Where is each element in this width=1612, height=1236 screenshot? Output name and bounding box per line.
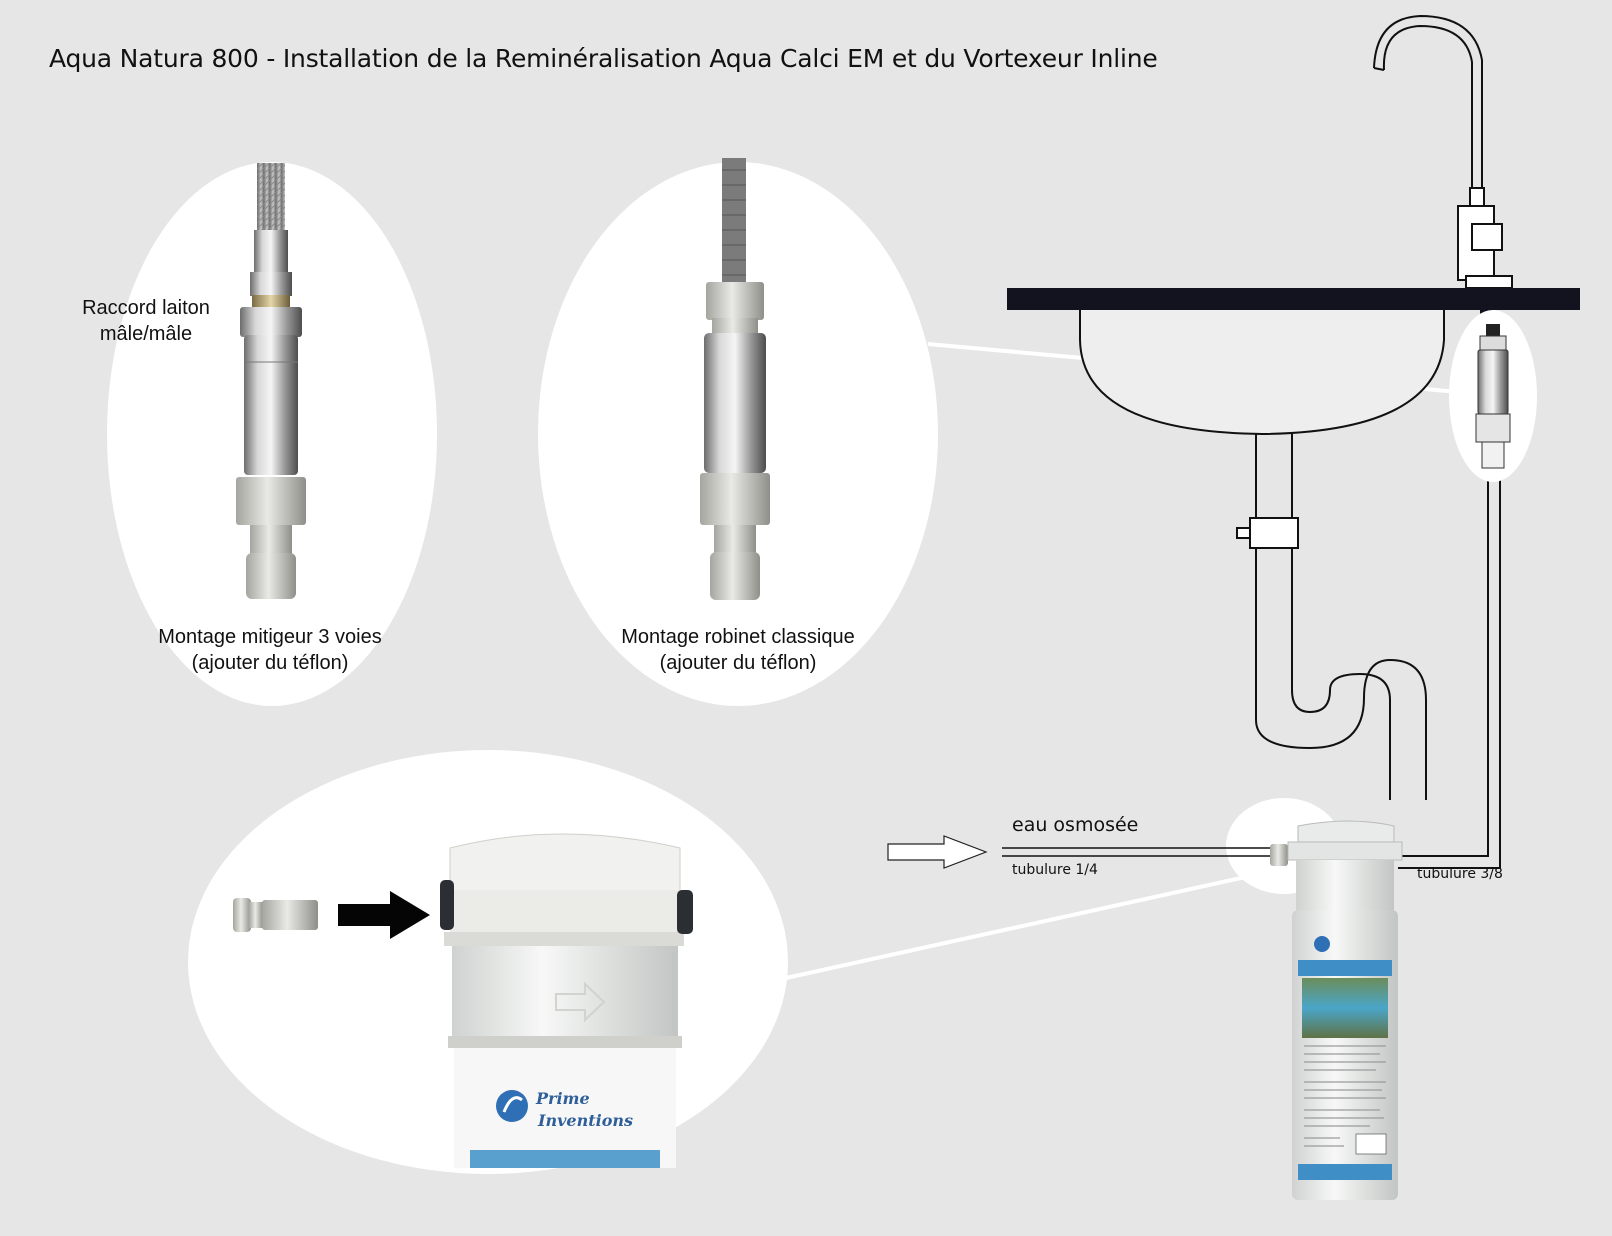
tubulure-3-8-label: tubulure 3/8: [1417, 866, 1503, 882]
robinet-caption-line1: Montage robinet classique: [621, 626, 855, 648]
tubulure-1-4-label: tubulure 1/4: [1012, 862, 1098, 878]
cartridge-brand-line2: Inventions: [537, 1111, 633, 1130]
tubing-1-4: [1002, 847, 1276, 857]
tubing-3-8: [1398, 480, 1501, 869]
raccord-label: Raccord laiton mâle/mâle: [66, 295, 226, 347]
mitigeur-caption: Montage mitigeur 3 voies (ajouter du téf…: [130, 624, 410, 676]
insert-arrow-icon: [338, 891, 430, 939]
mitigeur-caption-line2: (ajouter du téflon): [191, 652, 349, 674]
flow-direction-arrow-icon: [887, 835, 988, 869]
sink-basin: [1079, 310, 1445, 436]
robinet-caption-line2: (ajouter du téflon): [659, 652, 817, 674]
cartridge-brand-logo: [496, 1090, 528, 1122]
mitigeur-caption-line1: Montage mitigeur 3 voies: [158, 626, 382, 648]
cartridge-brand-line1: Prime: [535, 1089, 590, 1108]
aqua-calci-cartridge: [1270, 820, 1403, 1200]
zoom-line-cartridge: [785, 874, 1251, 980]
drain-trap: [1236, 434, 1427, 800]
vortexeur-robinet-photo: [700, 158, 770, 600]
raccord-label-line1: Raccord laiton: [82, 297, 210, 319]
push-fit-connector-photo: [233, 898, 318, 932]
robinet-caption: Montage robinet classique (ajouter du té…: [598, 624, 878, 676]
faucet-drawing: [1373, 14, 1513, 289]
vortexeur-small-photo: [1475, 324, 1511, 469]
countertop: [1007, 288, 1580, 310]
page-title: Aqua Natura 800 - Installation de la Rem…: [49, 44, 1158, 73]
cartridge-closeup-photo: [440, 833, 693, 1168]
eau-osmosee-label: eau osmosée: [1012, 814, 1139, 836]
vortexeur-mitigeur-photo: [236, 163, 306, 599]
raccord-label-line2: mâle/mâle: [99, 323, 193, 345]
